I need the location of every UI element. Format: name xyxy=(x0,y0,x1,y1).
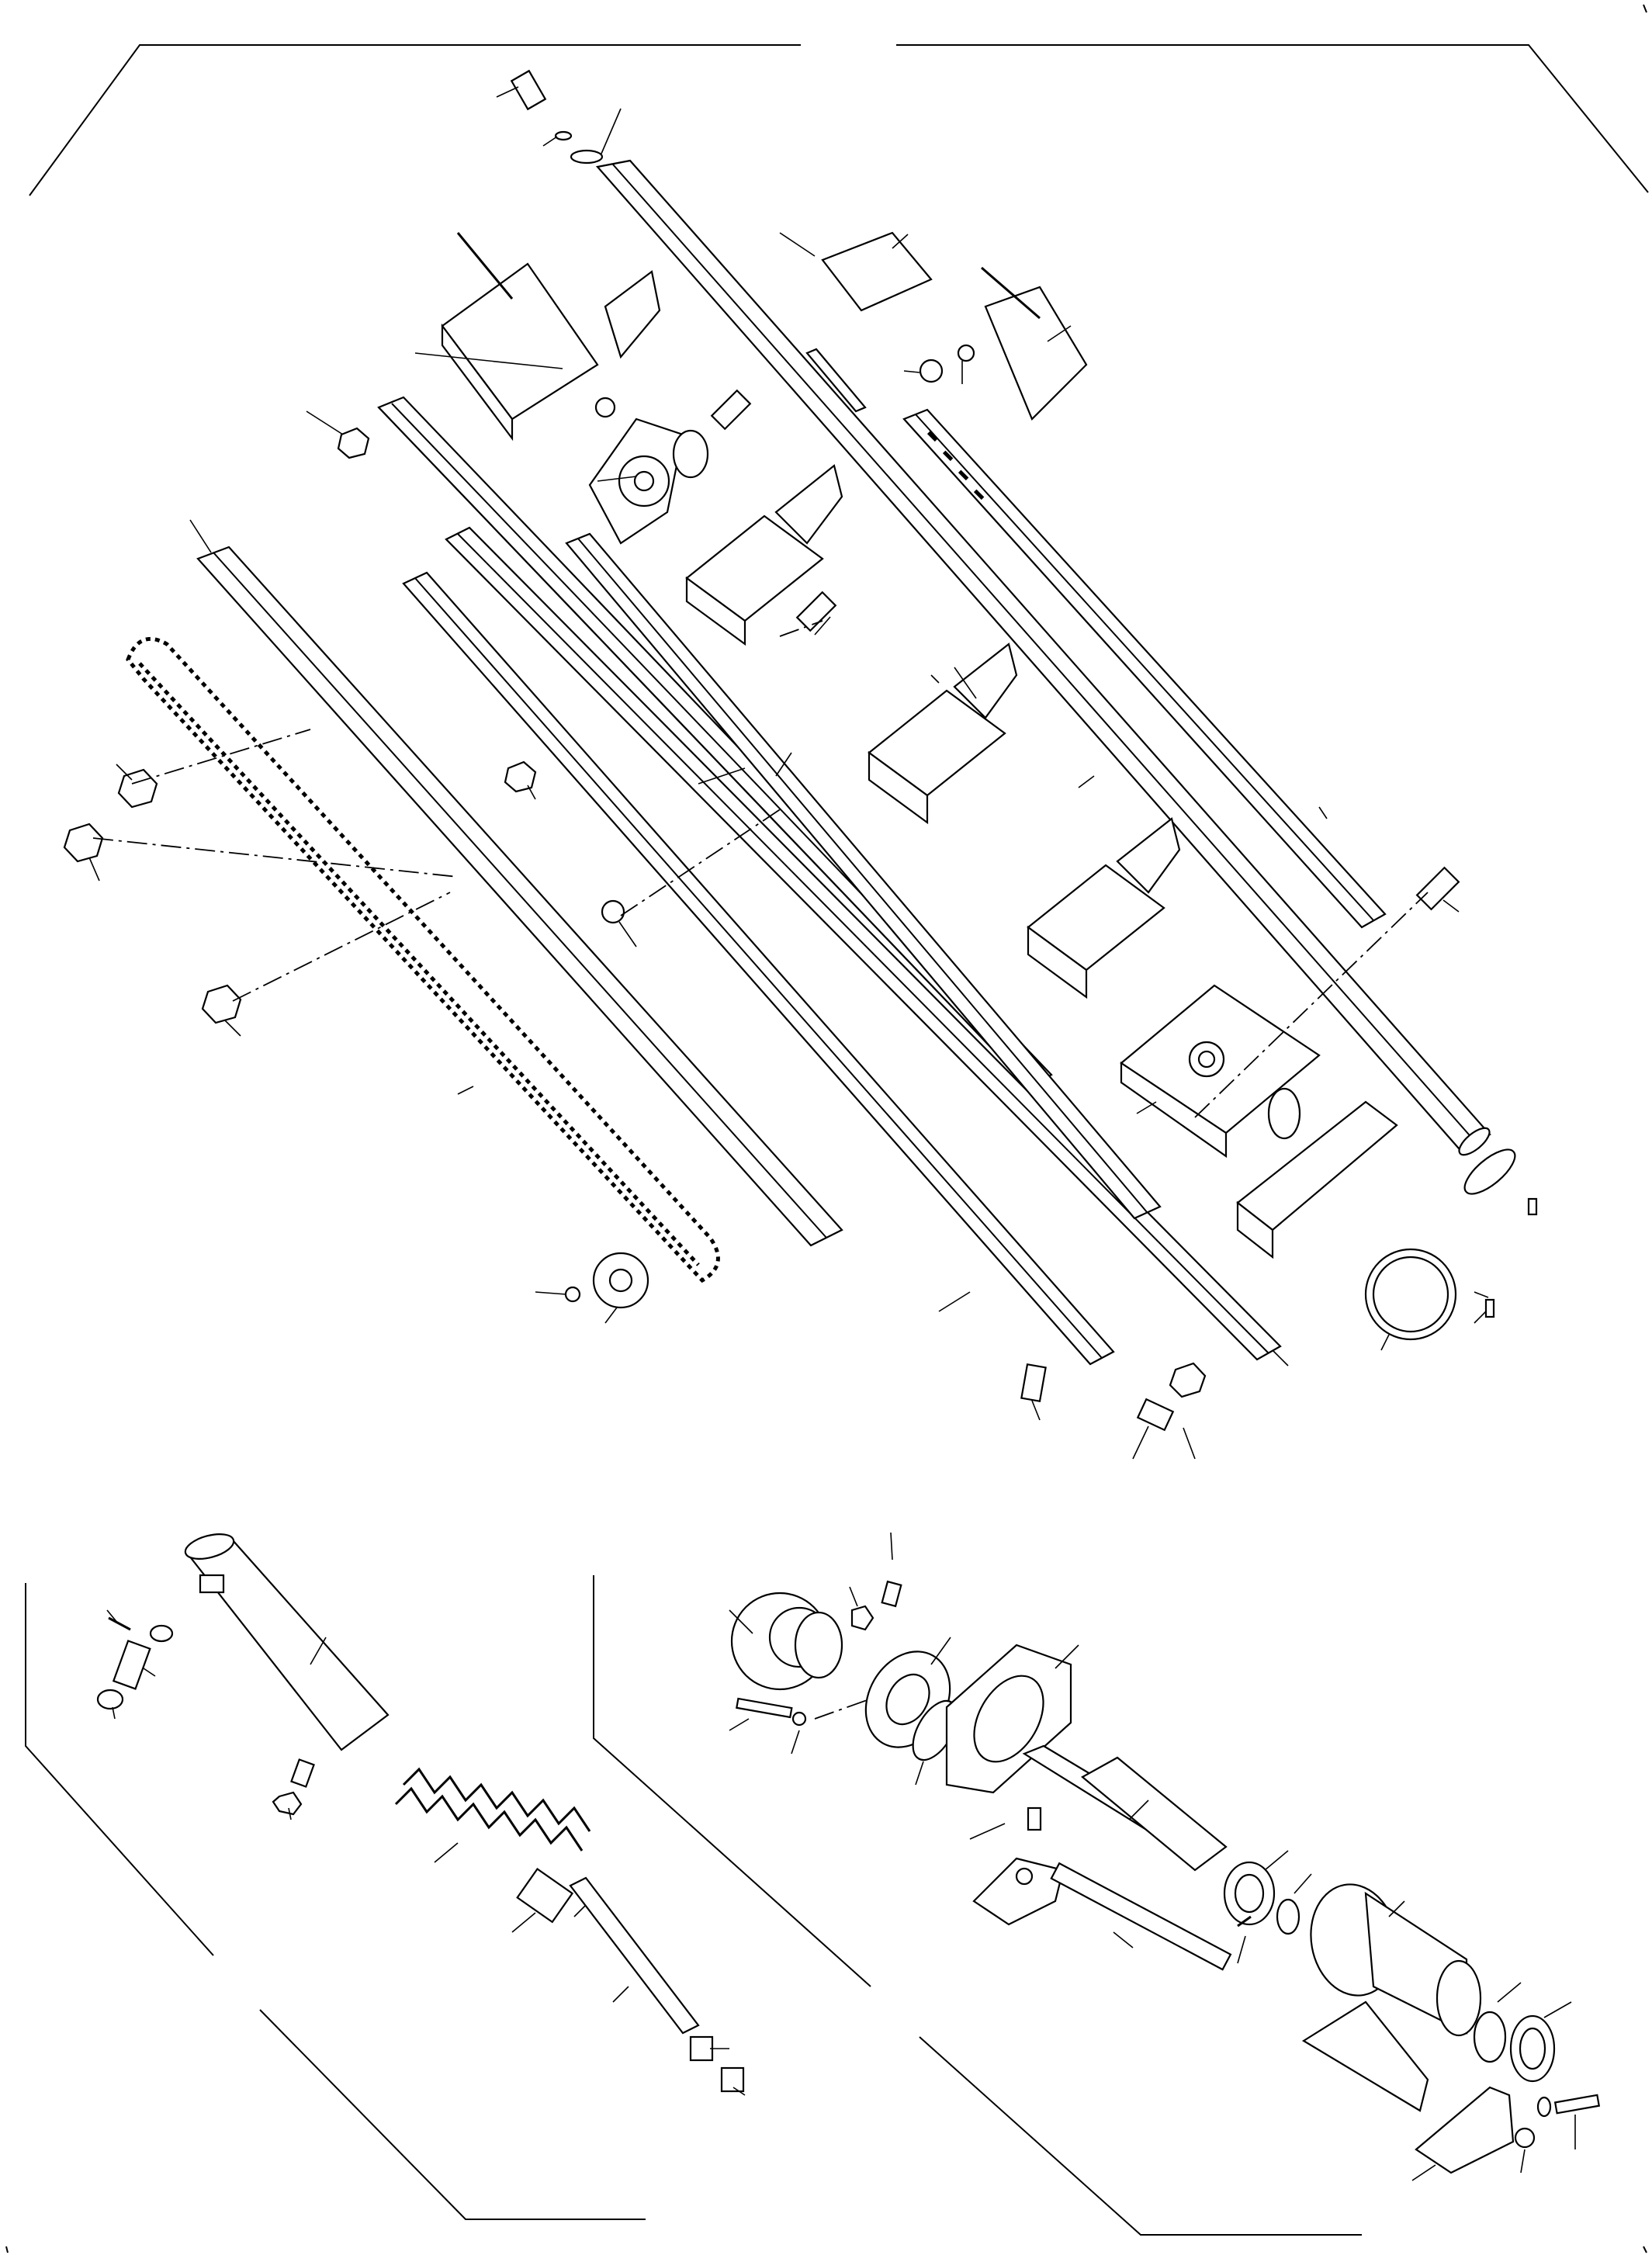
corner-marks xyxy=(5,4,1647,2253)
tine-bracket-1 xyxy=(685,464,843,646)
angle-rail-inner xyxy=(402,571,1115,1366)
drive-sprocket xyxy=(564,1252,649,1309)
end-bearing-cap xyxy=(1473,2011,1556,2083)
spring-tensioner-tube xyxy=(184,1533,390,1751)
fasteners-top xyxy=(63,69,1538,1432)
upper-right-bracket xyxy=(821,231,1088,421)
alignment-lines-bottom-right xyxy=(814,1699,870,1720)
alignment-lines-top xyxy=(92,620,1429,1118)
tine-bracket-end xyxy=(1236,1100,1398,1259)
flat-bar xyxy=(805,348,867,413)
mounting-plate xyxy=(945,1644,1072,1794)
pivot-mount-bracket xyxy=(972,1857,1232,1971)
angle-rail-outer xyxy=(196,546,843,1247)
bearing-and-snap-ring xyxy=(1223,1861,1300,1935)
roller-chain xyxy=(126,636,720,1283)
leader-lines-bottom-right xyxy=(729,1532,1576,2181)
leader-lines-bottom-left xyxy=(106,1609,746,2096)
tine-bracket-3 xyxy=(1027,817,1181,999)
bearing-flange xyxy=(864,1651,958,1761)
sprocket-plate xyxy=(588,417,709,545)
gearbox-housing xyxy=(1120,984,1321,1159)
end-cap-disc xyxy=(1463,1148,1516,1195)
foot-bracket xyxy=(1415,2086,1536,2174)
slotted-rail xyxy=(902,408,1387,929)
leader-lines-top xyxy=(88,86,1489,1460)
driven-sprocket xyxy=(1364,1248,1457,1341)
bottom-right-frame xyxy=(593,1575,1362,2236)
bottom-left-frame xyxy=(25,1583,646,2220)
tine-bracket-2 xyxy=(868,643,1018,825)
top-assembly-frame xyxy=(29,44,1649,196)
angle-rail-middle xyxy=(565,532,1162,1220)
gear-hub xyxy=(730,1580,902,1691)
tensioner-rod xyxy=(516,1867,745,2093)
top-bracket-assembly xyxy=(441,232,661,442)
drive-shaft xyxy=(1022,1744,1228,1872)
compression-spring xyxy=(394,1767,591,1851)
fasteners-bottom-right xyxy=(736,1697,1601,2118)
bearing-housing xyxy=(1301,1883,1482,2112)
tensioner-pin-and-washers xyxy=(96,1616,315,1816)
